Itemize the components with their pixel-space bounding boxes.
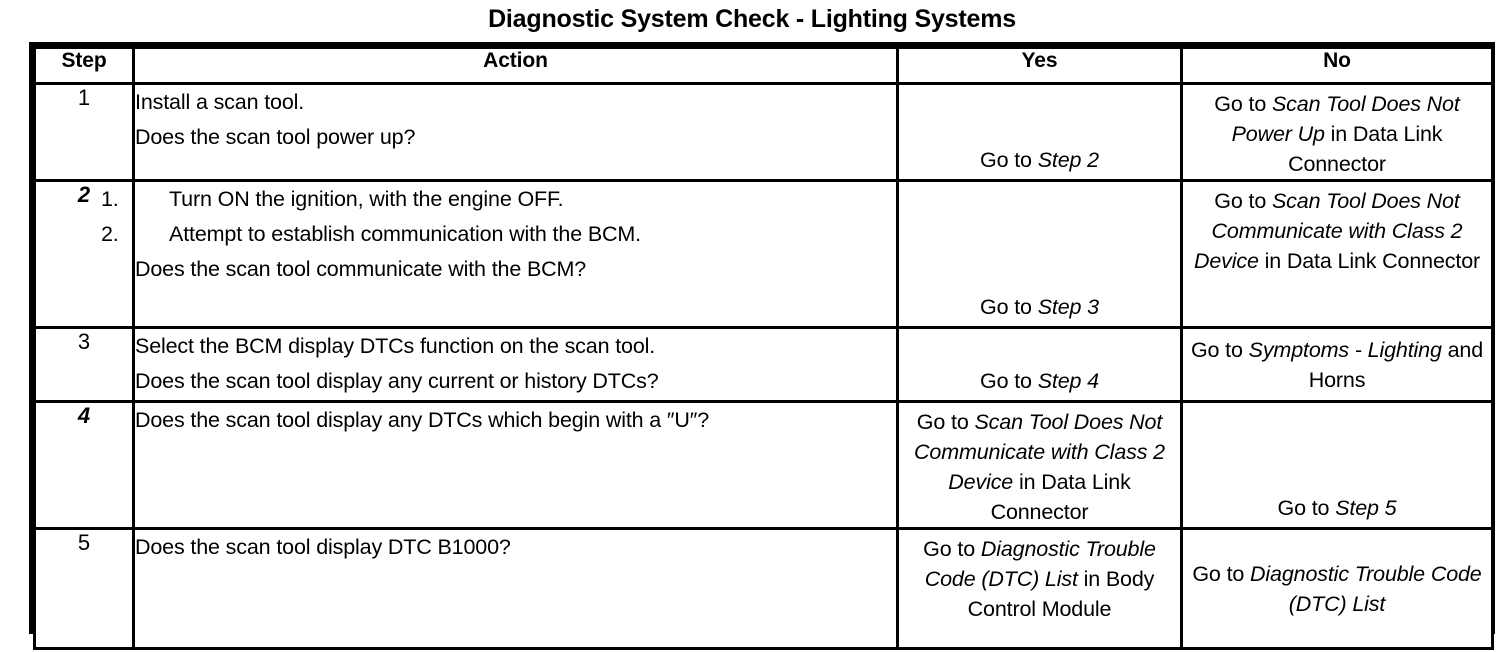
yes-text-suffix: in Body Control Module: [967, 567, 1155, 621]
table-row: 4 Does the scan tool display any DTCs wh…: [33, 400, 1494, 530]
column-header-step: Step: [33, 46, 135, 85]
no-text-italic: Symptoms - Lighting: [1248, 337, 1442, 362]
no-cell: Go to Symptoms - Lighting and Horns: [1180, 326, 1494, 403]
no-cell: Go to Scan Tool Does Not Power Up in Dat…: [1180, 82, 1494, 182]
action-cell: 1. Turn ON the ignition, with the engine …: [101, 179, 899, 329]
table-header-row: Step Action Yes No: [33, 46, 1494, 85]
list-item-text: Turn ON the ignition, with the engine OF…: [169, 187, 564, 211]
no-text-suffix: and Horns: [1308, 337, 1484, 392]
list-item-text: Attempt to establish communication with …: [169, 222, 641, 246]
page-title: Diagnostic System Check - Lighting Syste…: [488, 5, 1016, 33]
yes-text-suffix: in Data Link Connector: [990, 470, 1131, 524]
table-body: 1 Install a scan tool. Does the scan too…: [33, 82, 1494, 650]
step-number-cell: 5: [33, 527, 135, 650]
action-line: Does the scan tool display DTC B1000?: [135, 535, 511, 559]
yes-cell: Go to Scan Tool Does Not Communicate wit…: [896, 400, 1183, 530]
column-header-action: Action: [132, 46, 899, 85]
diagnostic-table-container: Step Action Yes No 1 Install a scan tool…: [29, 42, 1495, 650]
yes-cell: Go to Step 2: [896, 82, 1183, 182]
yes-text-plain: Go to: [980, 369, 1038, 393]
action-line: Does the scan tool power up?: [135, 125, 416, 149]
yes-cell: Go to Diagnostic Trouble Code (DTC) List…: [896, 527, 1183, 650]
no-text-italic: Diagnostic Trouble Code (DTC) List: [1250, 561, 1482, 616]
action-cell: Does the scan tool display DTC B1000?: [132, 527, 899, 650]
no-cell: Go to Diagnostic Trouble Code (DTC) List: [1180, 527, 1494, 650]
action-line: Select the BCM display DTCs function on …: [135, 334, 656, 358]
table-row: 1 Install a scan tool. Does the scan too…: [33, 82, 1494, 182]
column-header-yes: Yes: [896, 46, 1183, 85]
action-question: Does the scan tool communicate with the …: [135, 257, 587, 281]
list-item-number: 2.: [101, 222, 119, 246]
step-number-cell: 4: [33, 400, 135, 530]
table-row: 2 1. Turn ON the ignition, with the engin…: [33, 179, 1494, 329]
yes-text-plain: Go to: [923, 537, 981, 561]
no-text-suffix: in Data Link Connector: [1258, 249, 1481, 273]
step-number-cell: 3: [33, 326, 135, 403]
step-number-cell: 2: [33, 179, 135, 329]
table-row: 3 Select the BCM display DTCs function o…: [33, 326, 1494, 403]
action-line: Install a scan tool.: [135, 90, 305, 114]
step-number-cell: 1: [33, 82, 135, 182]
action-line: Does the scan tool display any DTCs whic…: [135, 408, 710, 432]
yes-text-plain: Go to: [916, 410, 975, 434]
no-text-plain: Go to: [1192, 561, 1251, 586]
table-header: Step Action Yes No: [33, 46, 1494, 85]
list-item: 2. Attempt to establish communication wit…: [101, 217, 896, 252]
action-line: Does the scan tool display any current o…: [135, 369, 659, 393]
action-cell: Does the scan tool display any DTCs whic…: [132, 400, 899, 530]
yes-text-italic: Step 3: [1037, 295, 1099, 319]
no-text-suffix: in Data Link Connector: [1288, 122, 1443, 176]
no-text-italic: Scan Tool Does Not Communicate with Clas…: [1193, 189, 1463, 273]
yes-text-italic: Scan Tool Does Not Communicate with Clas…: [914, 410, 1165, 494]
yes-text-plain: Go to: [980, 148, 1038, 172]
yes-text-plain: Go to: [980, 295, 1038, 319]
no-cell: Go to Scan Tool Does Not Communicate wit…: [1180, 179, 1494, 329]
no-text-plain: Go to: [1190, 337, 1249, 362]
action-numbered-list: 1. Turn ON the ignition, with the engine …: [101, 182, 896, 252]
no-text-italic: Scan Tool Does Not Power Up: [1231, 92, 1460, 146]
action-cell: Install a scan tool. Does the scan tool …: [132, 82, 899, 182]
list-item: 1. Turn ON the ignition, with the engine …: [101, 182, 896, 217]
yes-cell: Go to Step 3: [896, 179, 1183, 329]
yes-cell: Go to Step 4: [896, 326, 1183, 403]
yes-text-italic: Diagnostic Trouble Code (DTC) List: [924, 537, 1156, 591]
table-row: 5 Does the scan tool display DTC B1000? …: [33, 527, 1494, 650]
no-text-plain: Go to: [1277, 496, 1336, 520]
no-text-plain: Go to: [1214, 92, 1272, 116]
no-text-italic: Step 5: [1335, 496, 1397, 520]
action-cell: Select the BCM display DTCs function on …: [132, 326, 899, 403]
no-text-plain: Go to: [1214, 189, 1272, 213]
column-header-no: No: [1180, 46, 1494, 85]
diagnostic-table: Step Action Yes No 1 Install a scan tool…: [33, 46, 1494, 650]
list-item-number: 1.: [101, 187, 119, 211]
yes-text-italic: Step 2: [1037, 148, 1099, 172]
no-cell: Go to Step 5: [1180, 400, 1494, 530]
yes-text-italic: Step 4: [1037, 369, 1099, 393]
